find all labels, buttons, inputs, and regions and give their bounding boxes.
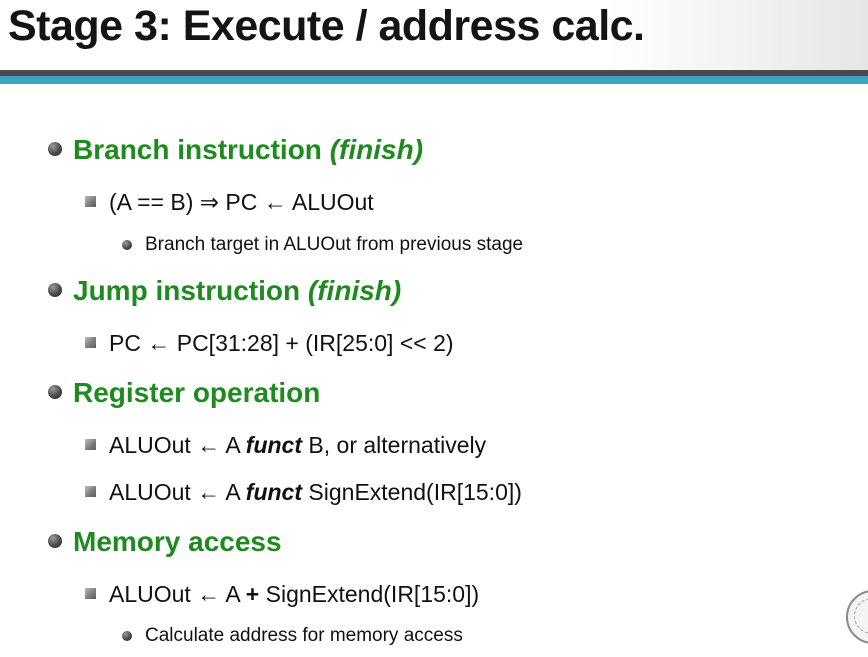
bullet-heading-suffix: (finish) [329, 134, 424, 165]
bullet-square-icon [85, 439, 96, 450]
bullet-text-emphasis: + [245, 581, 260, 607]
bullet-heading-suffix: (finish) [307, 275, 402, 306]
university-seal-icon [846, 590, 868, 644]
bullet-text-emphasis: funct [245, 432, 303, 458]
bullet-text-prefix: ALUOut ← A [109, 581, 246, 607]
bullet-heading: Jump instruction [73, 275, 301, 306]
bullet-text-prefix: ALUOut ← A [109, 479, 246, 505]
title-bar: Stage 3: Execute / address calc. [0, 0, 868, 70]
bullet-dot-icon [122, 240, 132, 250]
title-underline-dark [0, 70, 868, 76]
bullet-square-icon [85, 486, 96, 497]
bullet-text: PC ← PC[31:28] + (IR[25:0] << 2) [109, 330, 454, 356]
bullet-text-rest: SignExtend(IR[15:0]) [302, 479, 522, 505]
bullet-heading: Branch instruction [73, 134, 322, 165]
bullet-text: (A == B) ⇒ PC ← ALUOut [109, 189, 374, 215]
bullet-square-icon [85, 337, 96, 348]
bullet-text-prefix: ALUOut ← A [109, 432, 246, 458]
bullet-dot-icon [48, 534, 62, 548]
bullet-text-emphasis: funct [245, 479, 303, 505]
bullet-heading: Memory access [73, 526, 282, 557]
bullet-dot-icon [48, 283, 62, 297]
bullet-text-rest: SignExtend(IR[15:0]) [259, 581, 480, 607]
bullet-text-rest: B, or alternatively [302, 432, 487, 458]
bullet-square-icon [85, 196, 96, 207]
bullet-text: Calculate address for memory access [145, 625, 463, 646]
bullet-text: Branch target in ALUOut from previous st… [145, 234, 524, 255]
bullet-dot-icon [48, 142, 62, 156]
title-underline-teal [0, 76, 868, 84]
bullet-square-icon [85, 588, 96, 599]
bullet-dot-icon [48, 385, 62, 399]
bullet-dot-icon [122, 631, 132, 641]
slide-title: Stage 3: Execute / address calc. [8, 2, 645, 50]
bullet-heading: Register operation [73, 377, 321, 408]
